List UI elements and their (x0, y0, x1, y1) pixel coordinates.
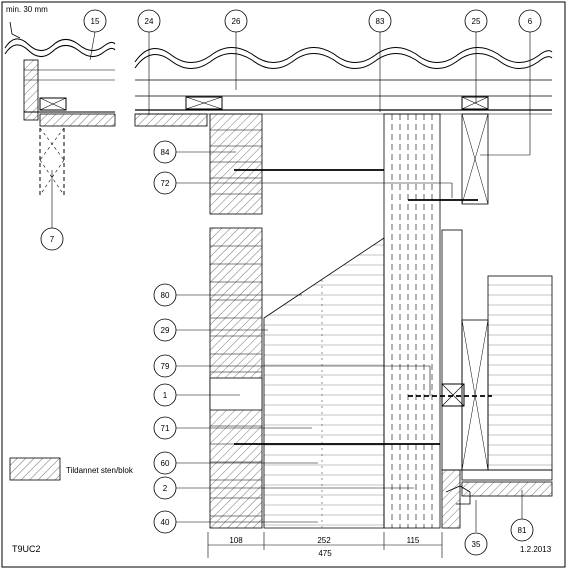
dim-252: 252 (317, 536, 331, 545)
leader-lines (51, 31, 531, 532)
callout-1: 1 (163, 391, 168, 400)
insulation (263, 237, 385, 529)
callout-6: 6 (528, 17, 533, 26)
callout-71: 71 (161, 424, 170, 433)
callout-84: 84 (161, 148, 170, 157)
callout-72: 72 (161, 179, 170, 188)
wall-ties (234, 169, 492, 445)
callout-29: 29 (161, 326, 170, 335)
callout-81: 81 (518, 526, 527, 535)
callout-circles (40, 9, 542, 556)
brick-wall (209, 113, 263, 529)
dim-115: 115 (407, 536, 420, 545)
callout-83: 83 (376, 17, 385, 26)
callout-35: 35 (472, 540, 481, 549)
drawing-code: T9UC2 (12, 544, 41, 554)
dimension-chain (207, 532, 443, 558)
callout-60: 60 (161, 459, 170, 468)
left-detail (4, 21, 116, 196)
callout-26: 26 (232, 17, 241, 26)
callout-40: 40 (161, 518, 170, 527)
roof-tiles (134, 47, 553, 127)
legend-label: Tildannet sten/blok (66, 466, 134, 475)
callout-15: 15 (91, 17, 100, 26)
drawing-date: 1.2.2013 (520, 545, 552, 554)
callout-2: 2 (163, 484, 168, 493)
callout-25: 25 (472, 17, 481, 26)
timber-frame (383, 113, 553, 529)
callout-24: 24 (145, 17, 154, 26)
min-note: min. 30 mm (6, 5, 48, 14)
callout-7: 7 (50, 235, 55, 244)
dim-475: 475 (318, 549, 332, 558)
callout-80: 80 (161, 291, 170, 300)
legend-swatch (9, 457, 61, 481)
dim-108: 108 (229, 536, 243, 545)
callout-79: 79 (161, 362, 170, 371)
